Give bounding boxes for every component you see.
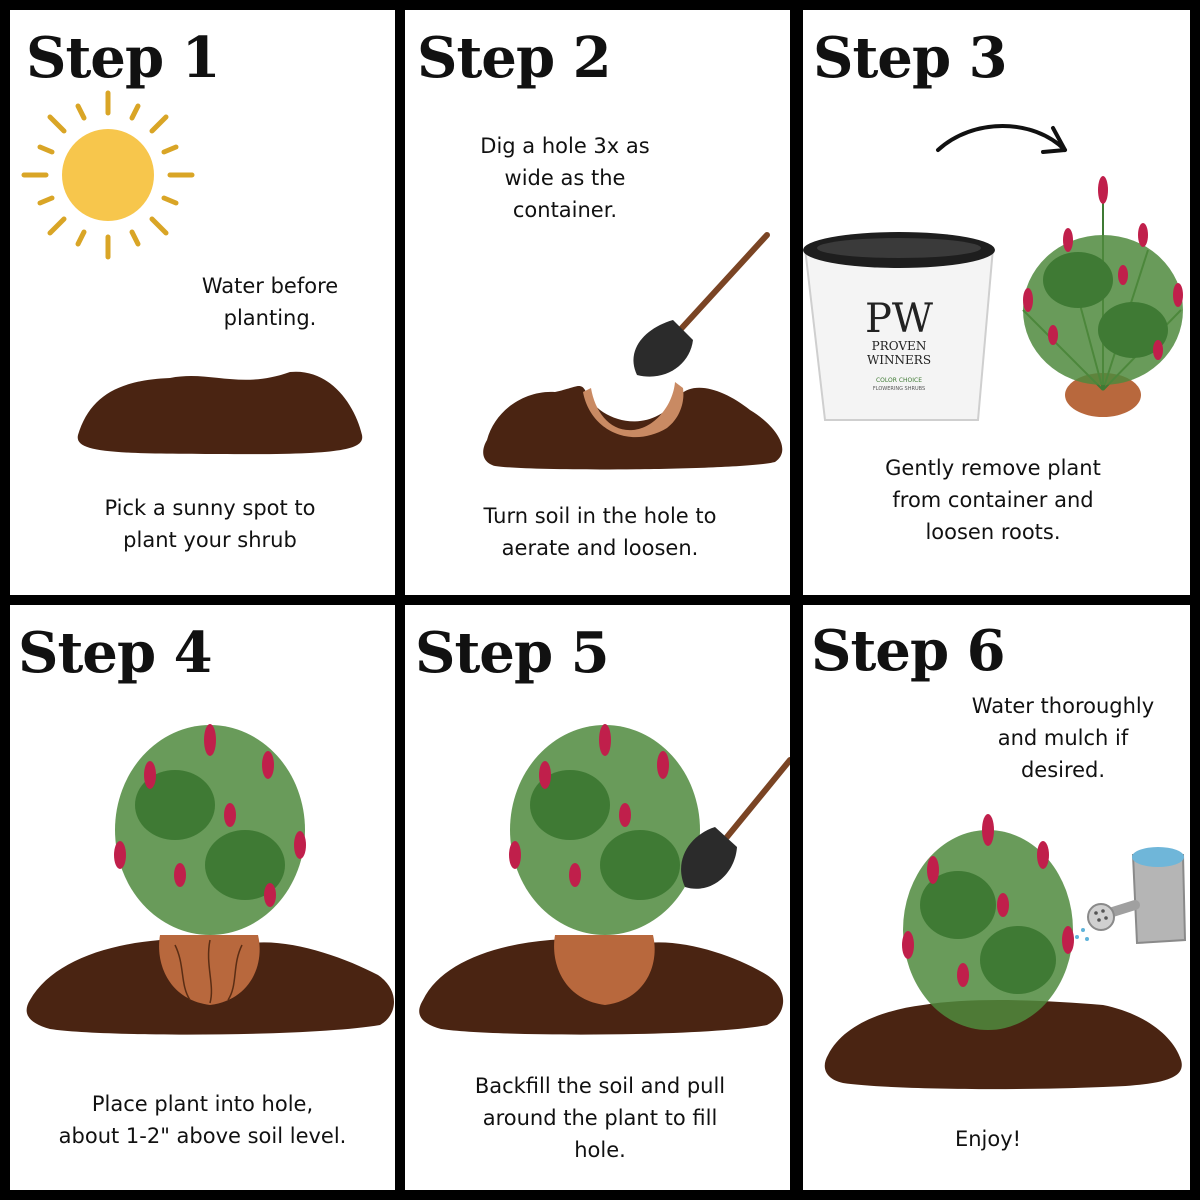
step-6-caption-water: Water thoroughly and mulch if desired. (971, 694, 1155, 782)
step-6-panel: Step 6 Water thoroughly and mulch if des… (803, 605, 1190, 1190)
step-5-panel: Step 5 Backfill the soil and pull around… (405, 605, 790, 1190)
watering-can-icon (1075, 847, 1187, 945)
step-2-panel: Step 2 Dig a hole 3x as wide as the cont… (405, 10, 790, 595)
pot-logo: PW (865, 296, 933, 342)
soil-mound-icon (483, 386, 783, 470)
step-3-caption-remove: Gently remove plant from container and l… (885, 456, 1101, 544)
soil-mound-icon (77, 371, 363, 455)
step-2-art (483, 232, 783, 470)
shrub-icon (1022, 176, 1183, 417)
step-5-title: Step 5 (415, 620, 610, 686)
shovel-icon (633, 232, 770, 377)
step-4-art (26, 724, 395, 1035)
soil-mound-icon (824, 1000, 1182, 1090)
step-5-art (419, 724, 790, 1035)
sun-icon (21, 90, 195, 260)
step-3-panel: Step 3 PW PROVEN WINNERS COLOR CHOICE FL… (803, 10, 1190, 595)
shrub-icon (509, 724, 700, 1005)
step-6-caption-enjoy: Enjoy! (954, 1127, 1022, 1151)
shrub-icon (114, 724, 306, 1005)
step-1-art (21, 90, 363, 455)
pot-label-line4: FLOWERING SHRUBS (873, 386, 925, 392)
step-2-title: Step 2 (417, 25, 612, 91)
pot-label-line2: WINNERS (867, 353, 931, 367)
shrub-icon (902, 814, 1074, 1030)
step-3-art: PW PROVEN WINNERS COLOR CHOICE FLOWERING… (803, 124, 1183, 421)
step-2-caption-dig: Dig a hole 3x as wide as the container. (480, 134, 650, 222)
step-2-caption-turn: Turn soil in the hole to aerate and loos… (483, 504, 717, 560)
shovel-icon (681, 757, 790, 889)
arrow-icon (936, 124, 1067, 154)
step-6-title: Step 6 (811, 618, 1006, 684)
step-4-panel: Step 4 Place plant int (10, 605, 395, 1190)
step-1-title: Step 1 (26, 25, 221, 91)
step-3-title: Step 3 (813, 25, 1008, 91)
step-4-caption-place: Place plant into hole, about 1-2" above … (58, 1092, 347, 1148)
plant-pot-icon: PW PROVEN WINNERS COLOR CHOICE FLOWERING… (803, 232, 995, 421)
step-5-caption-backfill: Backfill the soil and pull around the pl… (474, 1074, 726, 1162)
step-1-caption-sunny: Pick a sunny spot to plant your shrub (104, 496, 316, 552)
pot-label-line1: PROVEN (872, 339, 927, 353)
step-1-caption-water: Water before planting. (201, 274, 339, 330)
pot-label-line3: COLOR CHOICE (876, 377, 922, 384)
step-6-art (824, 814, 1187, 1090)
step-1-panel: Step 1 Water (10, 10, 395, 595)
step-4-title: Step 4 (18, 620, 213, 686)
